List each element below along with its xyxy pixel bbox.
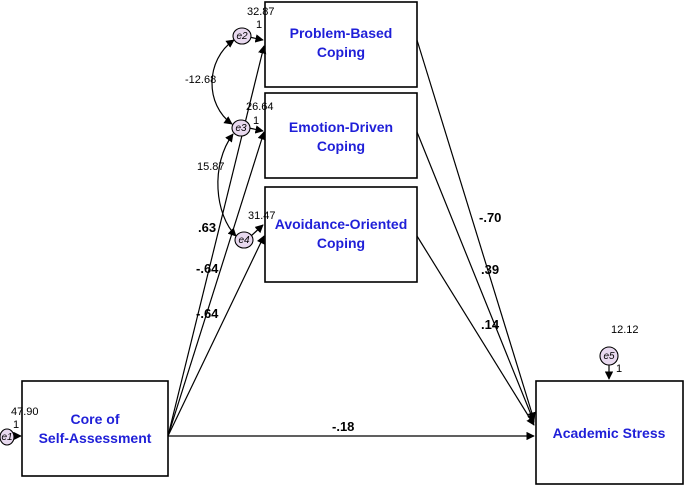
error-e4-arrow [250,224,264,237]
academic-stress-label: Academic Stress [553,425,666,441]
error-e2-circle [232,27,252,45]
problem-based-coping-label-2: Coping [317,44,365,60]
coef-emotion-stress: .39 [481,262,499,277]
covariance-e3-e4-value: 15.87 [197,161,225,173]
coef-avoidance-stress: .14 [481,317,500,332]
coef-core-problem: .63 [198,220,216,235]
error-e4-label: e4 [238,235,250,246]
path-core-to-emotion [167,131,266,437]
emotion-driven-coping-label-1: Emotion-Driven [289,119,393,135]
error-e3-weight: 1 [253,115,259,127]
error-e3-variance: 26.64 [246,101,274,113]
emotion-driven-coping-label-2: Coping [317,138,365,154]
error-e2-label: e2 [236,31,248,42]
academic-stress-box [535,380,684,485]
error-e4-circle [234,231,254,249]
error-e4-variance: 31.47 [248,210,276,222]
emotion-driven-coping-box [264,92,418,179]
path-core-to-problem [167,45,267,437]
error-e5-label: e5 [603,351,615,362]
error-e5-variance: 12.12 [611,324,639,336]
error-e3-circle [231,119,251,137]
covariance-e3-e4 [217,133,237,237]
error-e2-weight: 1 [256,19,262,31]
coef-problem-stress: -.70 [479,210,501,225]
error-e5-weight: 1 [616,363,622,375]
error-e3-arrow [248,125,264,134]
avoidance-oriented-coping-box [264,186,418,283]
path-problem-to-stress [416,39,536,421]
coef-core-emotion: -.64 [196,261,219,276]
problem-based-coping-box [264,1,418,88]
core-self-assessment-label-2: Self-Assessment [39,430,152,446]
error-e1-circle [0,428,15,446]
core-self-assessment-label-1: Core of [71,411,120,427]
problem-based-coping-label-1: Problem-Based [290,25,393,41]
error-e3-label: e3 [235,123,247,134]
error-e5-circle [599,346,619,366]
error-e1-label: e1 [1,432,12,443]
coef-core-avoidance: -.64 [196,306,219,321]
covariance-e2-e3-value: -12.68 [185,74,216,86]
path-emotion-to-stress [416,131,536,423]
error-e1-variance: 47.90 [11,406,39,418]
covariance-e2-e3 [211,39,235,125]
avoidance-oriented-coping-label-2: Coping [317,235,365,251]
coef-core-stress: -.18 [332,419,354,434]
error-e1-weight: 1 [13,419,19,431]
path-avoidance-to-stress [416,235,535,426]
path-core-to-avoidance [167,235,265,437]
core-self-assessment-box [21,380,169,477]
error-e2-variance: 32.87 [247,6,275,18]
avoidance-oriented-coping-label-1: Avoidance-Oriented [275,216,408,232]
